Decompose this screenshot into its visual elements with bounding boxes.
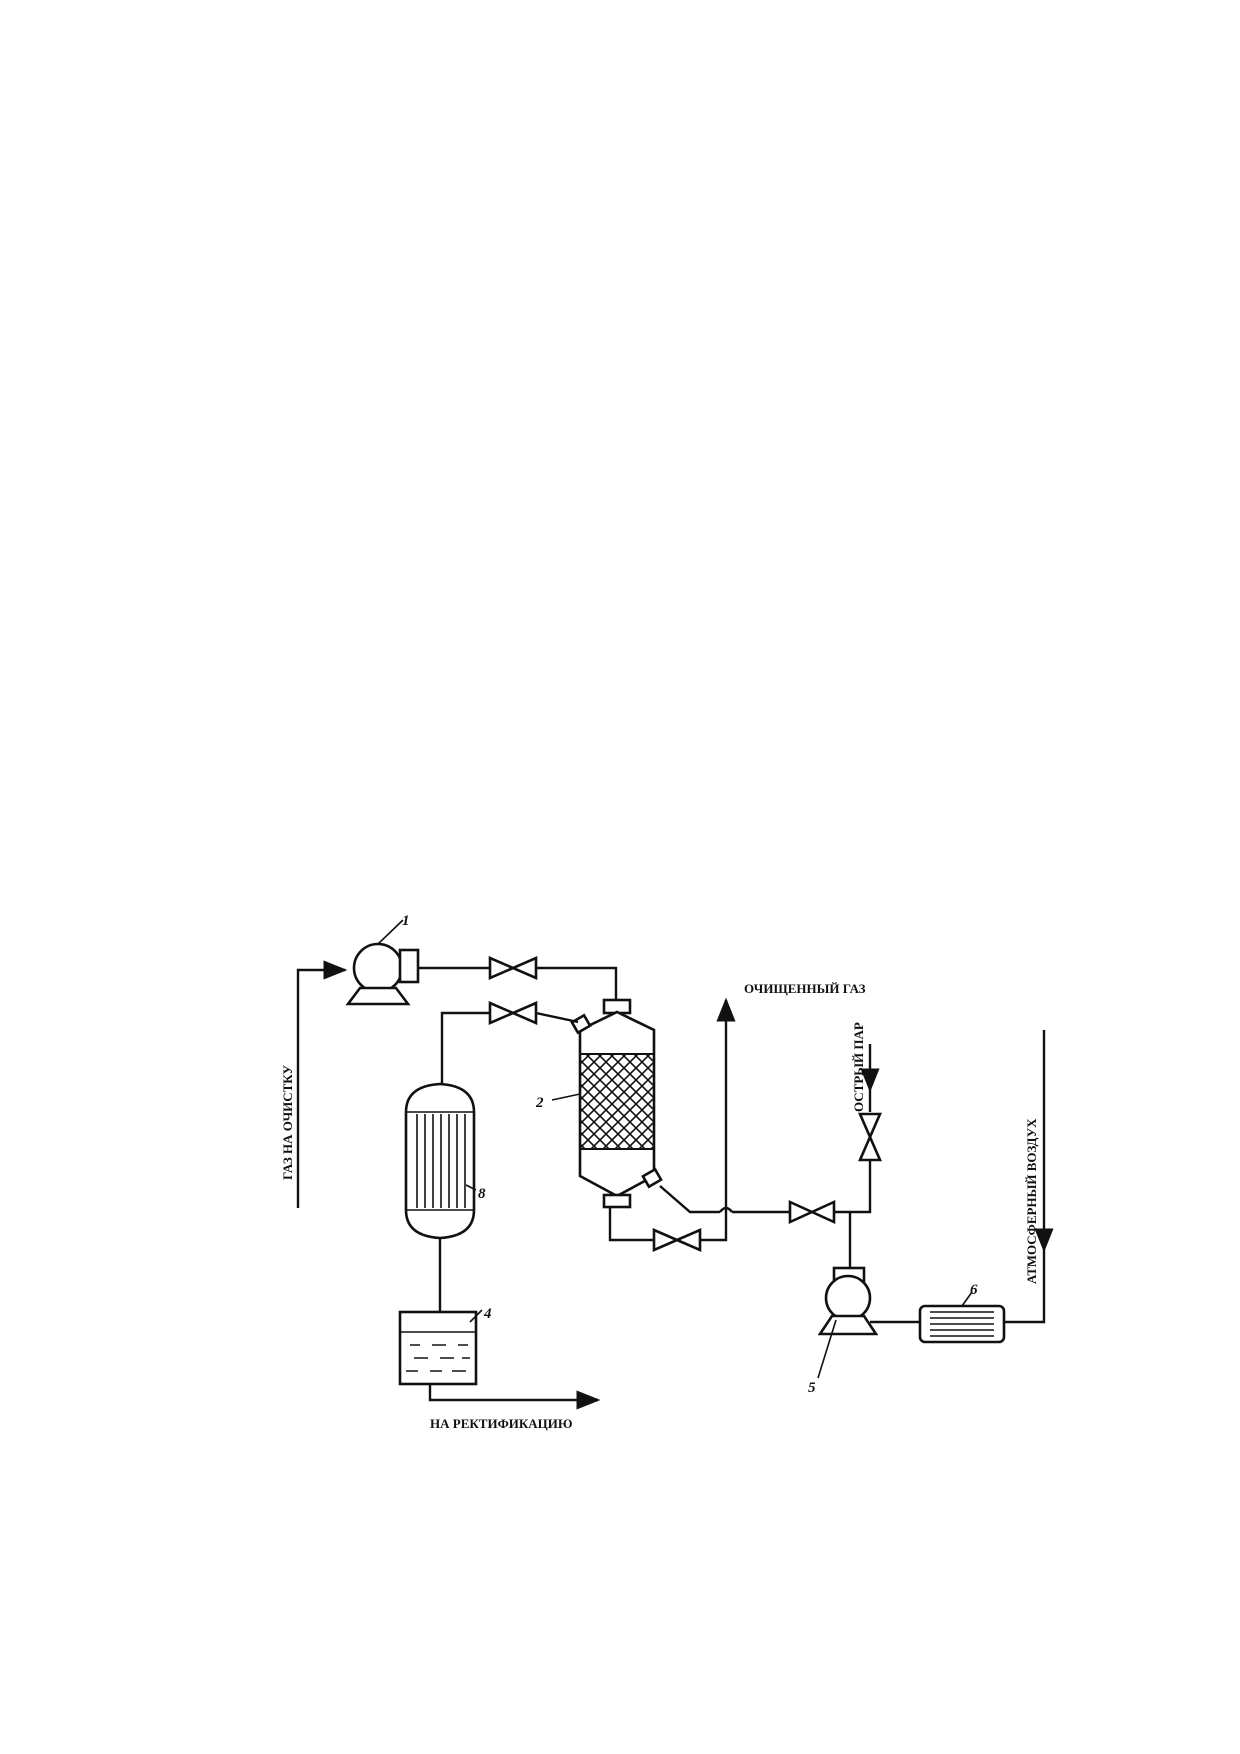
air-inlet-line [1004, 1030, 1054, 1324]
condenser-8 [404, 1082, 477, 1240]
blower-1-number: 1 [402, 913, 410, 929]
atmospheric-air-label: АТМОСФЕРНЫЙ ВОЗДУХ [1024, 1118, 1039, 1284]
valve-steam-icon [858, 1112, 882, 1162]
gas-inlet-label: ГАЗ НА ОЧИСТКУ [280, 1065, 295, 1180]
adsorber-2 [551, 998, 663, 1209]
heater-6-number: 6 [970, 1282, 978, 1298]
gas-inlet-line [296, 960, 348, 1208]
condenser-number: 8 [478, 1186, 486, 1202]
separator-4-number: 4 [483, 1306, 492, 1322]
rectification-label: НА РЕКТИФИКАЦИЮ [430, 1416, 573, 1431]
separator-4 [398, 1309, 483, 1386]
blower-5-number: 5 [808, 1380, 816, 1396]
heater-6 [918, 1291, 1006, 1344]
live-steam-label: ОСТРЫЙ ПАР [851, 1022, 866, 1112]
valve-regeneration-icon [788, 1199, 836, 1225]
clean-gas-label: ОЧИЩЕННЫЙ ГАЗ [744, 981, 866, 996]
valve-feed-icon [488, 956, 538, 980]
rectification-line [428, 1384, 601, 1410]
vapour-pipe [440, 1011, 579, 1088]
bottom-loop-pipe [608, 1206, 728, 1242]
regeneration-pipe [659, 1182, 872, 1268]
adsorber-2-number: 2 [535, 1095, 544, 1111]
blower-5 [817, 1266, 879, 1379]
valve-vapour-icon [488, 1001, 538, 1025]
valve-bottom-icon [652, 1228, 702, 1252]
feed-pipe [418, 966, 618, 1000]
blower-1 [345, 919, 420, 1006]
